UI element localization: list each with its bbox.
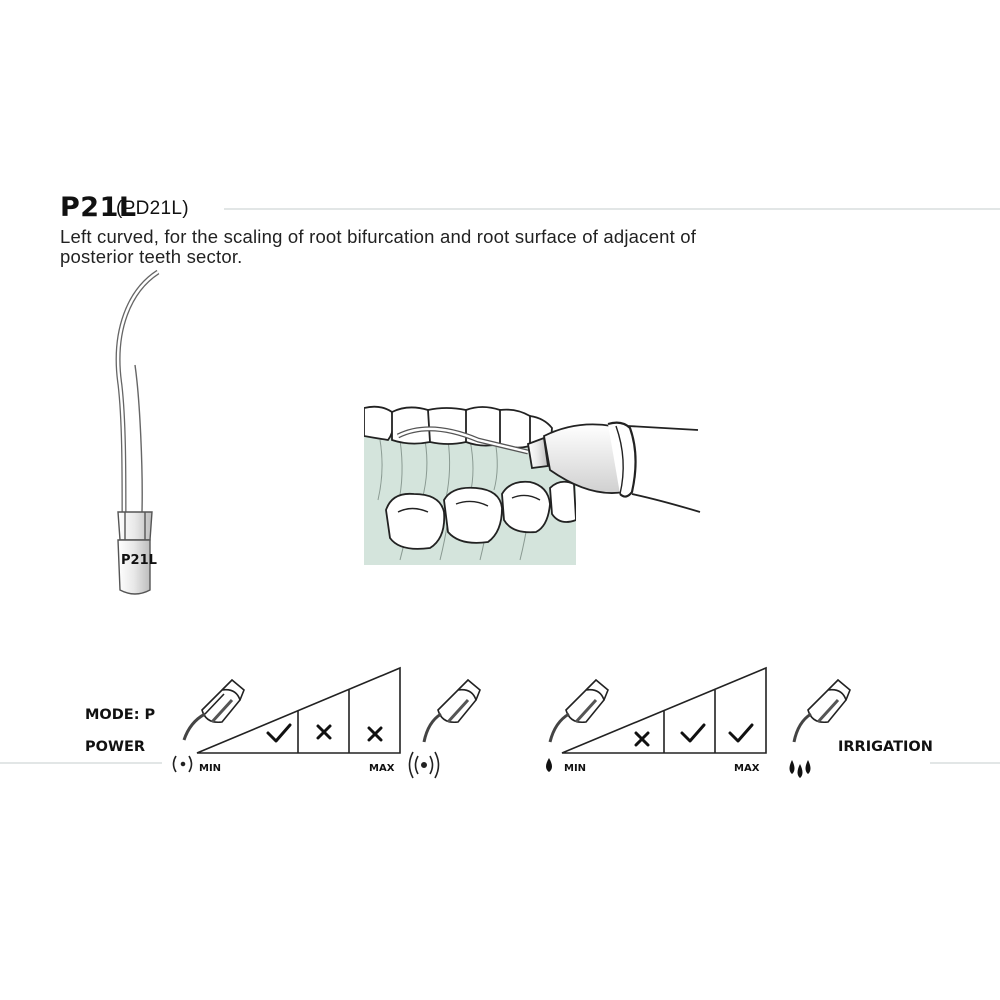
tip-description-line2: posterior teeth sector. <box>60 246 243 267</box>
title-rule <box>224 208 1000 210</box>
power-min-label: MIN <box>199 763 222 774</box>
water-drops-icon <box>789 760 811 778</box>
irrigation-level-3-check <box>728 723 754 743</box>
power-max-label: MAX <box>369 763 395 774</box>
irrigation-label: IRRIGATION <box>838 739 933 755</box>
irrigation-min-label: MIN <box>564 763 587 774</box>
water-drop-icon <box>546 758 552 772</box>
handpiece-icon <box>548 678 609 743</box>
tip-description-line1: Left curved, for the scaling of root bif… <box>60 226 697 247</box>
teeth-illustration <box>364 405 576 565</box>
tip-alt-code: (PD21L) <box>116 198 189 219</box>
power-level-2-cross <box>316 724 332 740</box>
vibration-high-icon <box>408 751 440 779</box>
mode-label: MODE: P <box>85 707 156 723</box>
handpiece-illustration <box>526 421 701 513</box>
settings-rule-right <box>930 762 1000 764</box>
vibration-low-icon <box>172 755 193 773</box>
handpiece-icon <box>792 678 851 743</box>
tip-engraving: P21L <box>121 553 157 568</box>
irrigation-level-chart <box>561 666 767 754</box>
power-level-3-cross <box>367 726 383 742</box>
handpiece-icon <box>182 678 245 741</box>
power-level-1-check <box>266 723 292 743</box>
scaler-tip-illustration: P21L <box>115 269 160 595</box>
settings-rule-left <box>0 762 162 764</box>
tip-code-title: P21L <box>60 192 137 223</box>
handpiece-icon <box>422 678 481 743</box>
irrigation-level-2-check <box>680 723 706 743</box>
power-level-chart <box>196 666 401 754</box>
irrigation-level-1-cross <box>634 731 650 747</box>
power-label: POWER <box>85 739 146 755</box>
irrigation-max-label: MAX <box>734 763 760 774</box>
